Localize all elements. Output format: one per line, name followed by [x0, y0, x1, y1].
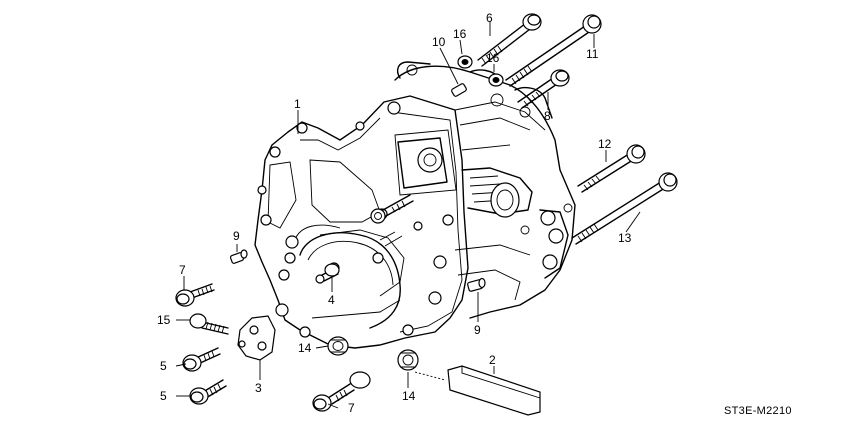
bracket: [237, 315, 276, 361]
flange-bolt-7-lower: [312, 371, 371, 412]
callout-5-upper: 5: [160, 359, 167, 373]
callout-6: 6: [486, 11, 493, 25]
flange-bolt-5-upper: [182, 347, 221, 372]
leader-lines: [175, 22, 641, 409]
callout-2: 2: [489, 353, 496, 367]
callout-9-right: 9: [474, 323, 481, 337]
callout-16-lower: 16: [486, 51, 500, 65]
nut-14-left: [327, 336, 349, 356]
stud-bolt-center: [370, 194, 414, 224]
dowel-pin-left: [229, 249, 248, 264]
long-bolt-6: [477, 13, 542, 67]
bolt-8: [517, 69, 570, 109]
bolt-15: [189, 313, 229, 335]
callout-1: 1: [294, 97, 301, 111]
callout-14-left: 14: [298, 341, 312, 355]
long-bolt-13: [571, 172, 678, 245]
callout-8: 8: [544, 109, 551, 123]
dowel-pin-right: [467, 277, 486, 292]
callout-12: 12: [598, 137, 612, 151]
callout-16-upper: 16: [453, 27, 467, 41]
callout-13: 13: [618, 231, 632, 245]
callout-11: 11: [586, 47, 599, 61]
callout-7-lower: 7: [348, 401, 355, 415]
callout-labels: 1 2 3 4 5 5 6 7 7 8 9 9 10 11 12 13 14 1…: [157, 11, 632, 415]
callout-5-lower: 5: [160, 389, 167, 403]
long-bolt-12: [577, 144, 646, 193]
flange-bolt-7-upper: [175, 283, 215, 307]
callout-3: 3: [255, 381, 262, 395]
stud-bolt-4: [315, 263, 340, 284]
callout-10: 10: [432, 35, 446, 49]
callout-15: 15: [157, 313, 171, 327]
long-bolt-11: [505, 14, 602, 87]
washer-16-lower: [488, 73, 504, 87]
callout-14-right: 14: [402, 389, 416, 403]
dowel-pin-10: [451, 83, 467, 97]
callout-4: 4: [328, 293, 335, 307]
transmission-housing: [394, 61, 576, 319]
flange-bolt-5-lower: [189, 379, 227, 405]
guide-plate: [414, 365, 541, 416]
callout-7-upper: 7: [179, 263, 186, 277]
diagram-code: ST3E-M2210: [724, 405, 792, 417]
transmission-end-plate: [254, 95, 469, 349]
nut-14-right: [397, 349, 419, 371]
callout-9-left: 9: [233, 229, 240, 243]
washer-16-upper: [457, 55, 473, 69]
